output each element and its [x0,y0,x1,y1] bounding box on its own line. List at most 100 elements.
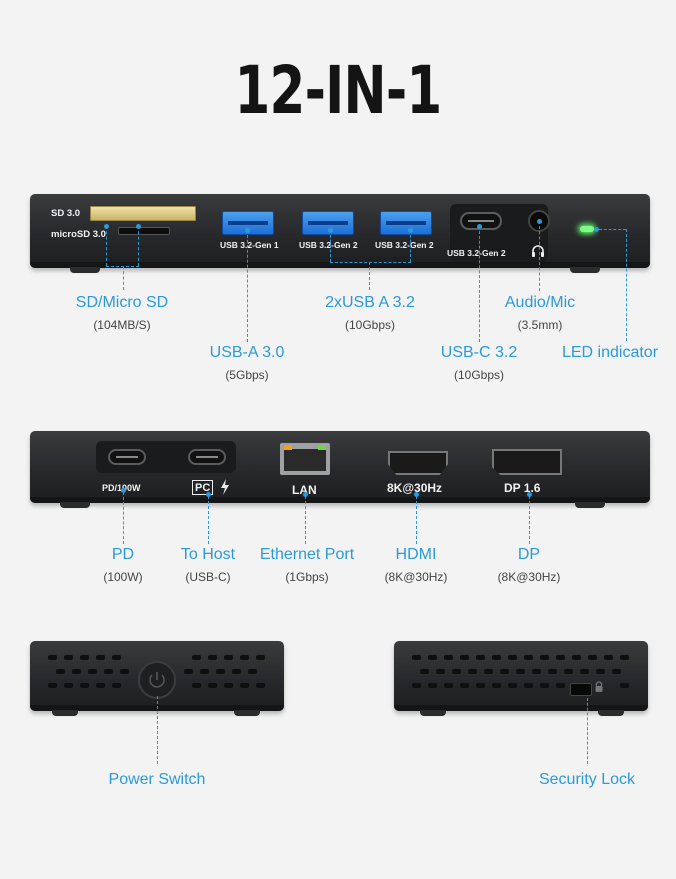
hub-side-lock [394,641,648,711]
callout-to-host: To Host [180,546,236,563]
vent-slot [64,683,73,688]
device-foot [234,710,260,716]
power-icon [149,672,165,688]
page-title: 12-IN-1 [234,52,443,129]
vent-slot [80,655,89,660]
device-foot [420,710,446,716]
callout-sd-micro-sd-sub: (104MB/S) [93,318,151,332]
pd-usb-c-port [108,449,146,465]
device-foot [70,267,100,273]
led-icon [580,226,594,232]
vent-slot [192,683,201,688]
vent-slot [484,669,493,674]
pc-box: PC [192,480,214,495]
callout-usb-c-3: USB-C 3.2 [440,344,518,361]
vent-slot [500,669,509,674]
vent-slot [120,669,129,674]
vent-slot [96,683,105,688]
vent-slot [256,683,265,688]
vent-slot [184,669,193,674]
security-lock-slot [570,683,592,696]
callout-2x-usb-a-sub: (10Gbps) [344,318,396,332]
callout-2x-usb-a: 2xUSB A 3.2 [325,294,415,311]
vent-slot [532,669,541,674]
usb-a-port-1-text: USB 3.2-Gen 1 [220,240,279,250]
dp-port-text: DP 1.6 [504,481,541,495]
device-foot [575,502,605,508]
vent-slot [540,655,549,660]
vent-slot [80,683,89,688]
vent-slot [112,683,121,688]
headphone-icon [532,245,544,257]
callout-ethernet-port: Ethernet Port [259,546,355,563]
usb-a-port-3-text: USB 3.2-Gen 2 [375,240,434,250]
callout-usb-a-3-sub: (5Gbps) [225,368,269,382]
vent-slot [564,669,573,674]
vent-slot [460,683,469,688]
vent-slot [524,655,533,660]
callout-to-host-sub: (USB-C) [185,570,231,584]
callout-usb-c-3-sub: (10Gbps) [453,368,505,382]
vent-slot [620,683,629,688]
vent-slot [612,669,621,674]
sd-slot [90,206,196,221]
vent-slot [208,683,217,688]
pc-port-text: PC [195,482,211,494]
device-foot [570,267,600,273]
vent-slot [96,655,105,660]
usb-c-port [460,212,502,230]
callout-pd: PD [111,546,135,563]
vent-slot [224,655,233,660]
device-foot [598,710,624,716]
callout-power-switch: Power Switch [108,771,206,788]
vent-slot [588,655,597,660]
device-edge [394,705,648,711]
padlock-icon [595,681,603,692]
vent-slot [216,669,225,674]
vent-slot [412,683,421,688]
vent-slot [508,683,517,688]
callout-dp: DP [517,546,541,563]
callout-hdmi: HDMI [395,546,437,563]
device-edge [30,262,650,268]
usb-a-port-3 [380,211,432,235]
callout-usb-a-3: USB-A 3.0 [209,344,285,361]
device-foot [60,502,90,508]
callout-audio-mic: Audio/Mic [504,294,576,311]
callout-pd-sub: (100W) [103,570,143,584]
dp-port [492,449,562,475]
lightning-icon [221,479,229,495]
vent-slot [604,655,613,660]
device-foot [52,710,78,716]
vent-slot [64,655,73,660]
callout-hdmi-sub: (8K@30Hz) [384,570,448,584]
vent-slot [476,655,485,660]
hdmi-port-text: 8K@30Hz [387,481,443,495]
vent-slot [232,669,241,674]
vent-slot [224,683,233,688]
vent-slot [436,669,445,674]
vent-slot [492,655,501,660]
vent-slot [248,669,257,674]
hdmi-port [388,451,448,475]
vent-slot [412,655,421,660]
vent-slot [88,669,97,674]
callout-dp-sub: (8K@30Hz) [497,570,561,584]
vent-slot [240,683,249,688]
host-usb-c-port [188,449,226,465]
vent-slot [556,655,565,660]
vent-slot [56,669,65,674]
vent-slot [524,683,533,688]
vent-slot [428,683,437,688]
vent-slot [572,655,581,660]
lan-port-text: LAN [292,483,317,497]
power-switch[interactable] [138,661,176,699]
vent-slot [208,655,217,660]
vent-slot [556,683,565,688]
usb-c-port-text: USB 3.2-Gen 2 [447,248,506,258]
vent-slot [192,655,201,660]
lan-port [280,443,330,475]
device-edge [30,497,650,503]
callout-audio-mic-sub: (3.5mm) [517,318,563,332]
microsd-port-text: microSD 3.0 [51,229,106,240]
